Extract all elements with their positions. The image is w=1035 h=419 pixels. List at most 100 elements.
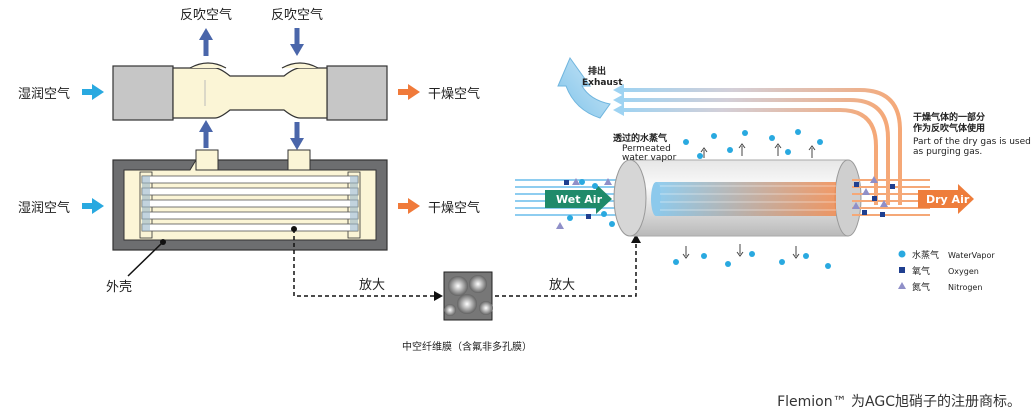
membrane-caption: 中空纤维膜（含氟非多孔膜） xyxy=(402,340,532,353)
oxygen-molecule xyxy=(880,212,885,217)
backflush-arrows xyxy=(199,28,304,150)
water-vapor-molecule xyxy=(579,179,585,185)
wet-air-tag xyxy=(545,184,612,214)
water-vapor-molecule xyxy=(697,153,703,159)
top-module-bump-left xyxy=(189,62,227,69)
water-vapor-molecule xyxy=(609,221,615,227)
arrow-shaft xyxy=(82,203,94,209)
up-arrow-head-2 xyxy=(199,120,213,132)
wet-air-label-bottom: 湿润空气 xyxy=(18,200,70,216)
up-arrow-head-1 xyxy=(199,28,213,40)
purge-flow xyxy=(613,84,902,205)
legend-water-vapor-en: WaterVapor xyxy=(948,251,995,260)
permeated-label-en-2: water vapor xyxy=(622,153,677,163)
water-vapor-molecule xyxy=(742,130,748,136)
water-vapor-molecule xyxy=(592,183,598,189)
wet-air-arrow-bottom xyxy=(82,198,104,214)
outlet-molecules xyxy=(852,176,895,217)
legend-water-vapor-cn: 水蒸气 xyxy=(912,249,939,261)
purge-band xyxy=(620,108,878,205)
fiber-cross-section xyxy=(469,275,487,293)
dry-air-label-bottom: 干燥空气 xyxy=(428,200,480,216)
arrow-head xyxy=(408,198,420,214)
oxygen-molecule xyxy=(854,182,859,187)
down-arrow-head-2 xyxy=(290,138,304,150)
water-vapor-molecule xyxy=(803,253,809,259)
top-module xyxy=(112,62,388,121)
inlet-molecules xyxy=(556,178,615,229)
water-vapor-molecule xyxy=(779,259,785,265)
purge-label-cn-2: 作为反吹气体使用 xyxy=(913,122,985,134)
cylinder-end-left xyxy=(613,159,647,237)
fiber-cross-section xyxy=(457,294,477,314)
up-arrow-small xyxy=(700,147,708,158)
purge-label-en-1: Part of the dry gas is used xyxy=(913,137,1031,147)
arrow-head xyxy=(408,84,420,100)
fiber xyxy=(141,199,359,208)
fiber-end-left xyxy=(142,176,150,231)
fiber-cross-section xyxy=(444,304,456,316)
up-arrow-small xyxy=(774,143,782,156)
water-vapor-molecule xyxy=(749,251,755,257)
legend-oxygen-en: Oxygen xyxy=(948,267,979,276)
magnify-path xyxy=(293,229,641,301)
fiber xyxy=(141,187,359,196)
fiber-cross-section xyxy=(479,301,493,315)
nitrogen-molecule xyxy=(572,178,580,185)
oxygen-molecule xyxy=(862,210,867,215)
cylinder-inner-end xyxy=(651,182,661,216)
backflush-label-right: 反吹空气 xyxy=(271,7,323,23)
shell-label: 外壳 xyxy=(106,280,132,295)
legend-oxygen-cn: 氧气 xyxy=(912,265,930,277)
down-arrow-small xyxy=(682,246,690,259)
membrane-cylinder xyxy=(613,159,862,237)
water-vapor-molecule xyxy=(785,149,791,155)
down-arrow-small xyxy=(792,246,800,259)
water-vapor-molecule xyxy=(795,129,801,135)
magnify-label-right: 放大 xyxy=(549,278,575,293)
water-vapor-molecule xyxy=(711,133,717,139)
membrane-micrograph xyxy=(443,271,493,321)
exhaust-arrow-shape xyxy=(557,56,611,119)
legend-water-vapor-icon xyxy=(898,250,906,258)
oxygen-molecule xyxy=(586,214,591,219)
nitrogen-molecule xyxy=(870,176,878,183)
water-vapor-molecule xyxy=(817,139,823,145)
dry-air-arrow-bottom xyxy=(398,198,420,214)
magnify-line-right xyxy=(495,240,637,297)
trademark-footer: Flemion™ 为AGC旭硝子的注册商标。 xyxy=(777,394,1021,410)
water-vapor-molecule xyxy=(673,259,679,265)
dry-air-tag-label: Dry Air xyxy=(926,193,970,206)
purge-band xyxy=(620,98,890,205)
top-module-left-cap xyxy=(112,65,174,121)
bottom-module xyxy=(112,149,388,251)
arrow-head xyxy=(92,198,104,214)
fiber xyxy=(141,175,359,184)
dry-air-arrow-top xyxy=(398,84,420,100)
water-vapor-molecule xyxy=(727,147,733,153)
legend: 水蒸气 WaterVapor 氧气 Oxygen 氮气 Nitrogen xyxy=(898,249,995,293)
exhaust-label-cn: 排出 xyxy=(588,65,606,77)
purge-arrow-head xyxy=(613,84,624,96)
legend-oxygen-icon xyxy=(899,267,905,273)
oxygen-molecule xyxy=(872,196,877,201)
fiber xyxy=(141,211,359,220)
shell-pointer-line xyxy=(127,241,164,277)
arrow-shaft xyxy=(82,89,94,95)
oxygen-molecule xyxy=(890,184,895,189)
fiber xyxy=(141,223,359,232)
up-arrow-small xyxy=(808,145,816,158)
legend-nitrogen-cn: 氮气 xyxy=(912,281,930,293)
water-vapor-molecule xyxy=(825,263,831,269)
port-left xyxy=(195,149,219,171)
purge-arrow-head xyxy=(613,104,624,116)
dry-air-tag-shape xyxy=(918,184,974,214)
up-arrow-small xyxy=(738,143,746,156)
dry-air-tag xyxy=(918,184,974,214)
exhaust-label-en: Exhaust xyxy=(582,78,623,88)
top-module-bump-right xyxy=(281,62,319,69)
nitrogen-molecule xyxy=(604,178,612,185)
wet-air-tag-label: Wet Air xyxy=(556,193,603,206)
purge-band xyxy=(620,88,902,205)
nitrogen-molecule xyxy=(862,188,870,195)
